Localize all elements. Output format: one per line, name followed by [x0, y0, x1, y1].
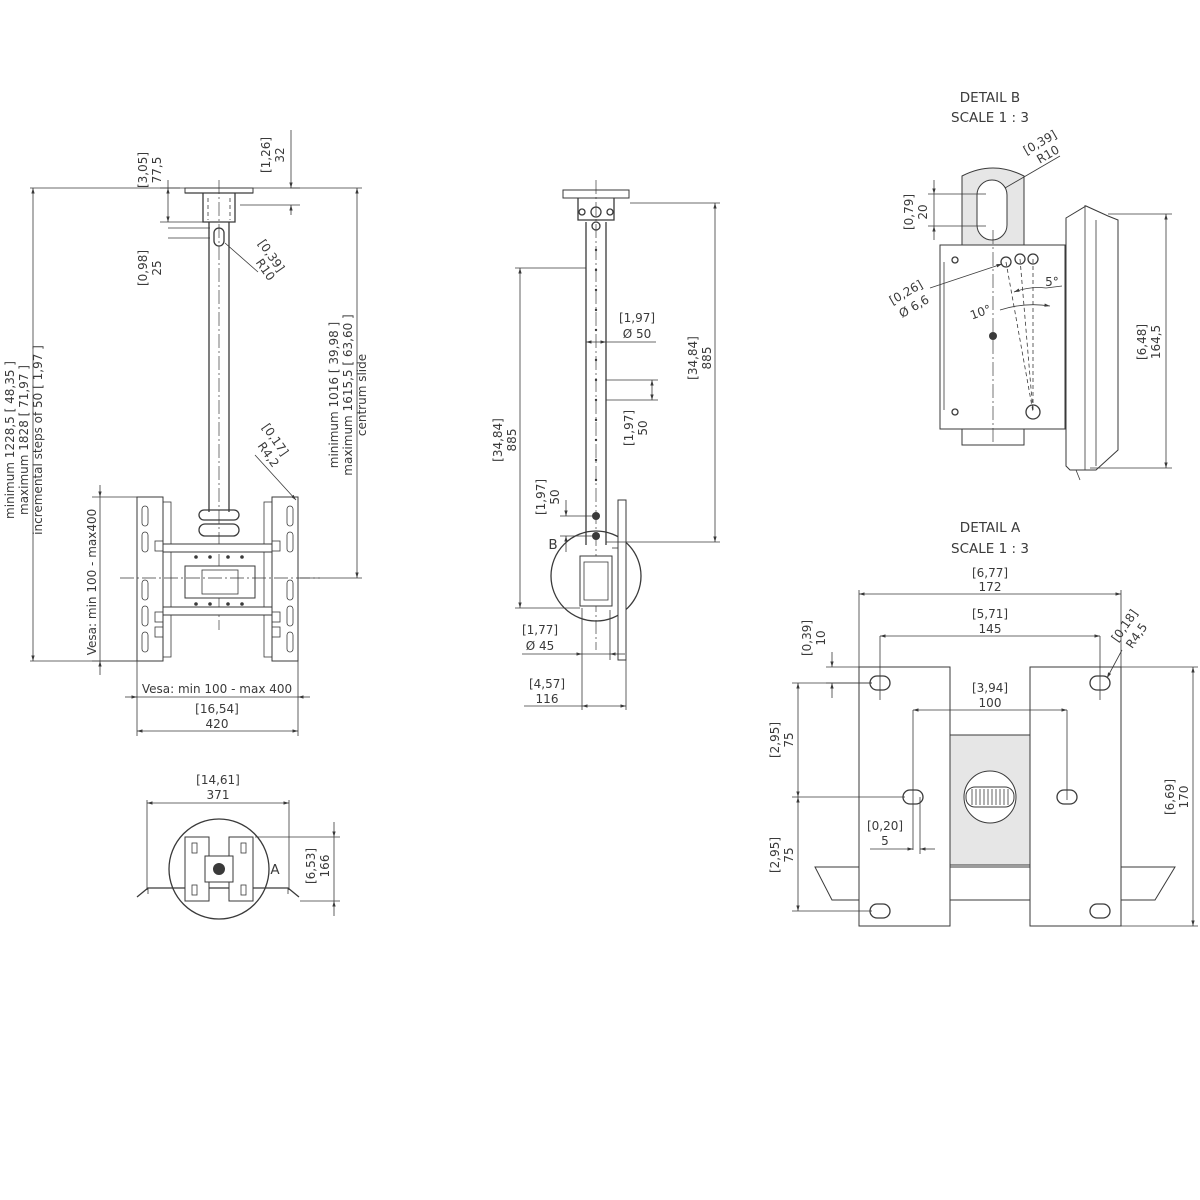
top-height-inch: [6,53] — [304, 848, 318, 884]
detail-a-upper-pitch-inch: [2,95] — [768, 722, 782, 758]
detail-b: DETAIL B SCALE 1 : 3 [0,39] R10 [0,79] 2… — [887, 90, 1172, 481]
tube-dia-mm: Ø 50 — [623, 327, 652, 341]
depth-inch: [4,57] — [529, 677, 565, 691]
top-height-mm: 166 — [318, 855, 332, 878]
detail-a-lower-pitch-inch: [2,95] — [768, 837, 782, 873]
detail-a-vesa-mm: 100 — [979, 696, 1002, 710]
detail-a-lower-pitch-mm: 75 — [782, 847, 796, 862]
detail-a-width-inch: [6,77] — [972, 566, 1008, 580]
height-range-steps: incremental steps of 50 [ 1,97 ] — [31, 345, 45, 535]
centre-height-label: centrum slide — [355, 354, 369, 436]
centre-height-max: maximum 1615,5 [ 63,60 ] — [341, 314, 355, 475]
vesa-horizontal-label: Vesa: min 100 - max 400 — [142, 682, 292, 696]
upper-length-inch: [34,84] — [686, 336, 700, 380]
detail-a-width-mm: 172 — [979, 580, 1002, 594]
detail-a-callout: A — [270, 862, 280, 878]
detail-a-slot-inch: [0,20] — [867, 819, 903, 833]
top-width-mm: 371 — [207, 788, 230, 802]
detail-a-vesa-inch: [3,94] — [972, 681, 1008, 695]
depth-mm: 116 — [536, 692, 559, 706]
detail-b-slot-height-mm: 20 — [916, 204, 930, 219]
centre-height-min: minimum 1016 [ 39,98 ] — [327, 322, 341, 468]
detail-b-height-inch: [6,48] — [1135, 324, 1149, 360]
detail-a-hole-pitch-inch: [5,71] — [972, 607, 1008, 621]
detail-a: DETAIL A SCALE 1 : 3 [6,77] 172 [5,71] 1… — [768, 520, 1198, 927]
front-width-inch: [16,54] — [195, 702, 239, 716]
dim-plate-inch: [1,26] — [259, 137, 273, 173]
height-range-max: maximum 1828 [ 71,97 ] — [17, 365, 31, 515]
step-inch: [1,97] — [622, 410, 636, 446]
detail-a-edge-inch: [0,39] — [800, 620, 814, 656]
detail-a-hole-pitch-mm: 145 — [979, 622, 1002, 636]
lower-length-mm: 885 — [505, 429, 519, 452]
dim-top-height-inch: [3,05] — [136, 152, 150, 188]
pipe-dia-inch: [1,77] — [522, 623, 558, 637]
upper-length-mm: 885 — [700, 347, 714, 370]
top-view: A [14,61] 371 [6,53] 166 — [136, 773, 340, 920]
detail-b-height-mm: 164,5 — [1149, 325, 1163, 359]
detail-a-title: DETAIL A — [960, 520, 1021, 536]
detail-b-angle-10: 10° — [968, 302, 993, 322]
dim-top-height-mm: 77,5 — [150, 157, 164, 184]
detail-b-scale: SCALE 1 : 3 — [951, 110, 1029, 126]
hole-step-inch: [1,97] — [534, 479, 548, 515]
detail-a-edge-mm: 10 — [814, 630, 828, 645]
dim-plate-mm: 32 — [273, 147, 287, 162]
hole-step-mm: 50 — [548, 489, 562, 504]
lower-length-inch: [34,84] — [491, 418, 505, 462]
height-range-min: minimum 1228,5 [ 48,35 ] — [3, 361, 17, 519]
detail-a-upper-pitch-mm: 75 — [782, 732, 796, 747]
detail-a-slot-mm: 5 — [881, 834, 889, 848]
detail-b-slot-height-inch: [0,79] — [902, 194, 916, 230]
detail-a-height-inch: [6,69] — [1163, 779, 1177, 815]
front-view: [3,05] 77,5 [1,26] 32 [0,98] 25 [0,39] R… — [3, 130, 369, 736]
detail-b-callout: B — [548, 537, 557, 553]
detail-a-height-mm: 170 — [1177, 786, 1191, 809]
side-view: B [1,97] Ø 50 [34,84] 885 [1,97] 50 [34,… — [491, 180, 720, 710]
detail-b-angle-5: 5° — [1045, 275, 1059, 289]
detail-b-title: DETAIL B — [960, 90, 1020, 106]
dim-slot-offset-mm: 25 — [150, 260, 164, 275]
front-width-mm: 420 — [206, 717, 229, 731]
top-width-inch: [14,61] — [196, 773, 240, 787]
pipe-dia-mm: Ø 45 — [526, 639, 555, 653]
detail-a-scale: SCALE 1 : 3 — [951, 541, 1029, 557]
step-mm: 50 — [636, 420, 650, 435]
tube-dia-inch: [1,97] — [619, 311, 655, 325]
vesa-vertical-label: Vesa: min 100 - max400 — [85, 509, 99, 655]
dim-slot-offset-inch: [0,98] — [136, 250, 150, 286]
